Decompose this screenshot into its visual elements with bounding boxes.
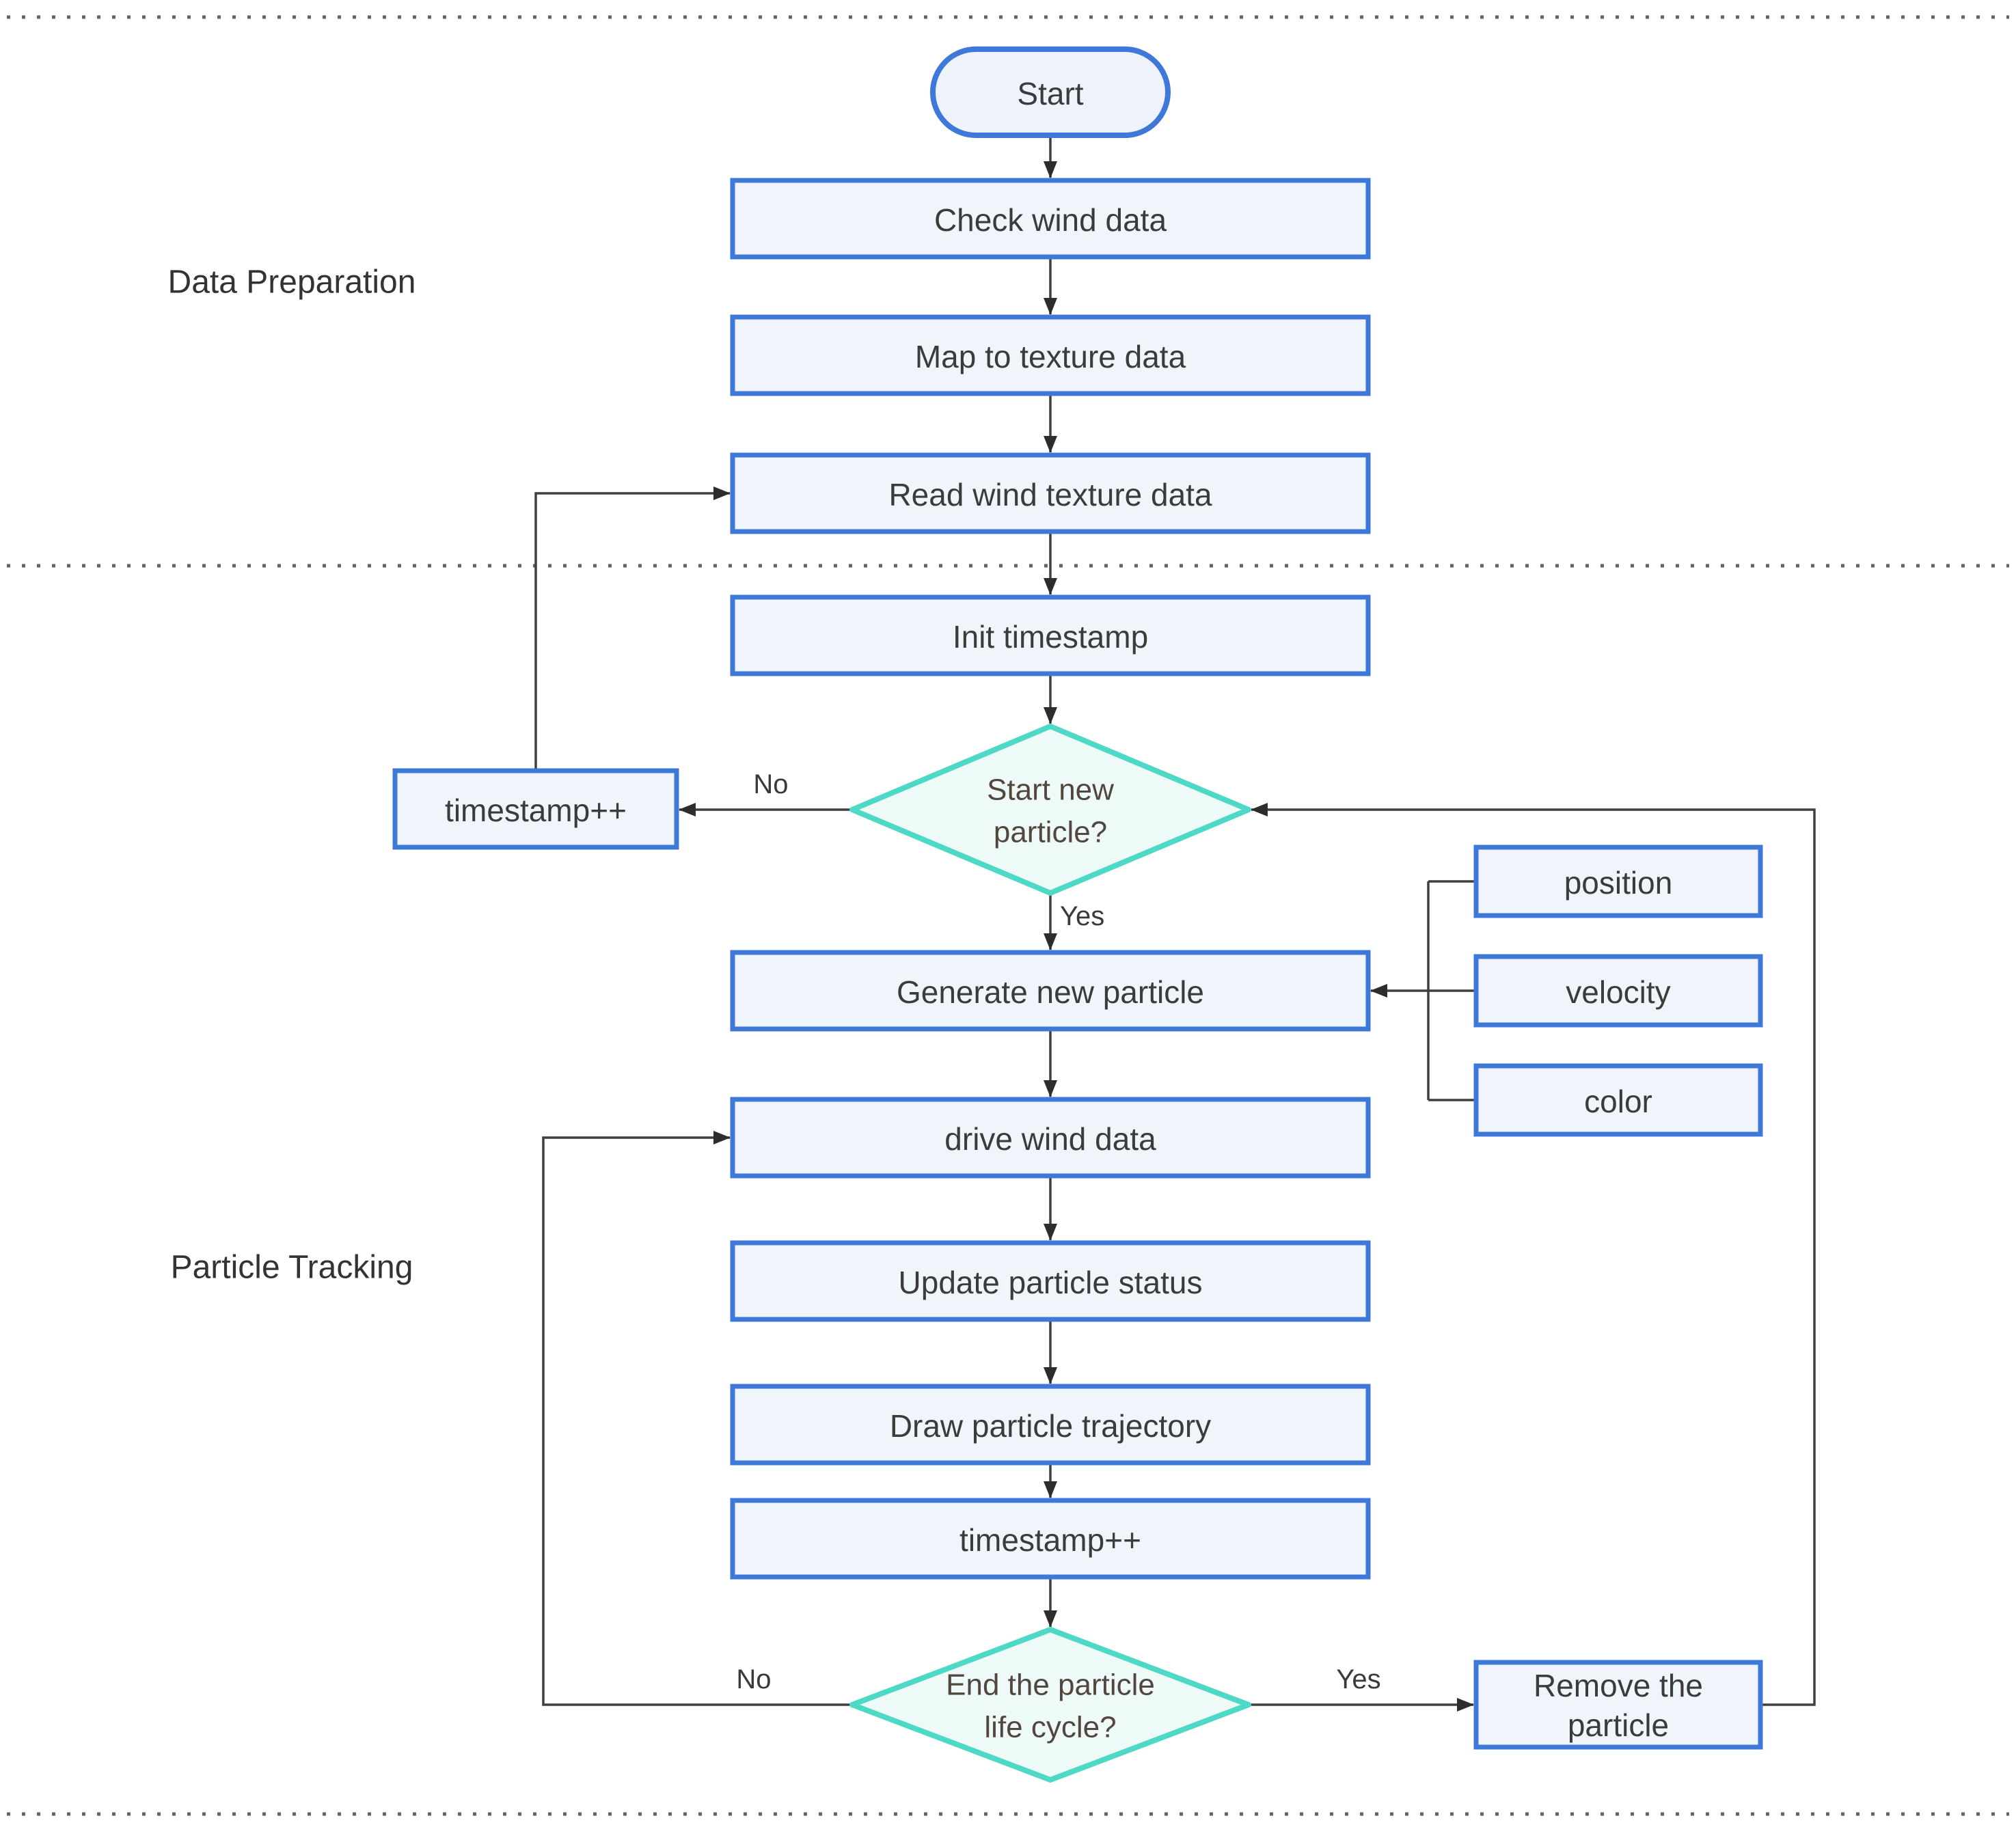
node-draw-particle-trajectory: Draw particle trajectory bbox=[730, 1384, 1371, 1466]
node-drive-wind-data: drive wind data bbox=[730, 1097, 1371, 1179]
node-map-to-texture-data: Map to texture data bbox=[730, 314, 1371, 396]
end-particle-life-cycle-label-line1: End the particle bbox=[946, 1669, 1155, 1702]
init-timestamp-label: Init timestamp bbox=[953, 619, 1148, 655]
start-new-particle-label-line1: Start new bbox=[987, 773, 1114, 807]
edges bbox=[534, 135, 1816, 1712]
remove-the-particle-shape bbox=[1473, 1660, 1763, 1750]
end-particle-life-cycle-label-line2: life cycle? bbox=[984, 1711, 1116, 1744]
node-init-timestamp: Init timestamp bbox=[730, 594, 1371, 676]
edge-label-decision1-yes: Yes bbox=[1060, 901, 1104, 931]
position-label: position bbox=[1564, 865, 1673, 901]
start-new-particle-label-line2: particle? bbox=[994, 816, 1107, 849]
position-shape bbox=[1473, 845, 1763, 918]
remove-the-particle-label-line1: Remove the bbox=[1534, 1668, 1703, 1703]
generate-new-particle-shape bbox=[730, 950, 1371, 1032]
node-timestamp-increment-loop: timestamp++ bbox=[392, 768, 679, 850]
section-label-particle-tracking: Particle Tracking bbox=[171, 1250, 413, 1286]
edge-label-decision2-no: No bbox=[736, 1664, 771, 1694]
node-update-particle-status: Update particle status bbox=[730, 1240, 1371, 1322]
update-particle-status-label: Update particle status bbox=[899, 1265, 1203, 1300]
node-start-new-particle-decision: Start new particle? bbox=[849, 724, 1251, 896]
timestamp-increment-loop-shape bbox=[392, 768, 679, 850]
edge-decision2-no-loop-to-drive bbox=[542, 1131, 852, 1706]
node-position: position bbox=[1473, 845, 1763, 918]
color-shape bbox=[1473, 1063, 1763, 1137]
draw-particle-trajectory-shape bbox=[730, 1384, 1371, 1466]
timestamp-increment-main-shape bbox=[730, 1498, 1371, 1580]
remove-the-particle-label-line2: particle bbox=[1568, 1707, 1669, 1743]
drive-wind-data-label: drive wind data bbox=[944, 1121, 1156, 1157]
start-new-particle-diamond-shape bbox=[849, 724, 1251, 896]
update-particle-status-shape bbox=[730, 1240, 1371, 1322]
end-particle-life-cycle-diamond-shape bbox=[849, 1627, 1251, 1783]
check-wind-data-shape bbox=[730, 178, 1371, 260]
node-color: color bbox=[1473, 1063, 1763, 1137]
drive-wind-data-shape bbox=[730, 1097, 1371, 1179]
node-remove-the-particle: Remove the particle bbox=[1473, 1660, 1763, 1750]
edge-timestamp-loop-to-read bbox=[534, 486, 731, 771]
section-dividers bbox=[7, 15, 2009, 1816]
edge-remove-loop-to-decision1 bbox=[1251, 803, 1816, 1706]
velocity-shape bbox=[1473, 954, 1763, 1028]
edge-labels: No Yes No Yes bbox=[736, 769, 1380, 1694]
start-label: Start bbox=[1017, 76, 1083, 111]
section-label-data-preparation: Data Preparation bbox=[168, 264, 416, 301]
init-timestamp-shape bbox=[730, 594, 1371, 676]
timestamp-increment-loop-label: timestamp++ bbox=[445, 793, 627, 828]
generate-new-particle-label: Generate new particle bbox=[897, 974, 1204, 1010]
check-wind-data-label: Check wind data bbox=[934, 202, 1167, 238]
node-start: Start bbox=[930, 46, 1171, 138]
node-read-wind-texture-data: Read wind texture data bbox=[730, 452, 1371, 534]
velocity-label: velocity bbox=[1566, 974, 1670, 1010]
timestamp-increment-main-label: timestamp++ bbox=[959, 1522, 1141, 1558]
node-end-particle-life-cycle-decision: End the particle life cycle? bbox=[849, 1627, 1251, 1783]
read-wind-texture-data-label: Read wind texture data bbox=[888, 477, 1212, 512]
node-check-wind-data: Check wind data bbox=[730, 178, 1371, 260]
color-label: color bbox=[1584, 1084, 1652, 1119]
edge-label-decision1-no: No bbox=[753, 769, 788, 799]
node-velocity: velocity bbox=[1473, 954, 1763, 1028]
map-to-texture-data-shape bbox=[730, 314, 1371, 396]
node-generate-new-particle: Generate new particle bbox=[730, 950, 1371, 1032]
read-wind-texture-data-shape bbox=[730, 452, 1371, 534]
start-terminator-shape bbox=[930, 46, 1171, 138]
map-to-texture-data-label: Map to texture data bbox=[915, 339, 1186, 374]
edge-label-decision2-yes: Yes bbox=[1336, 1664, 1380, 1694]
draw-particle-trajectory-label: Draw particle trajectory bbox=[890, 1408, 1211, 1444]
node-timestamp-increment-main: timestamp++ bbox=[730, 1498, 1371, 1580]
